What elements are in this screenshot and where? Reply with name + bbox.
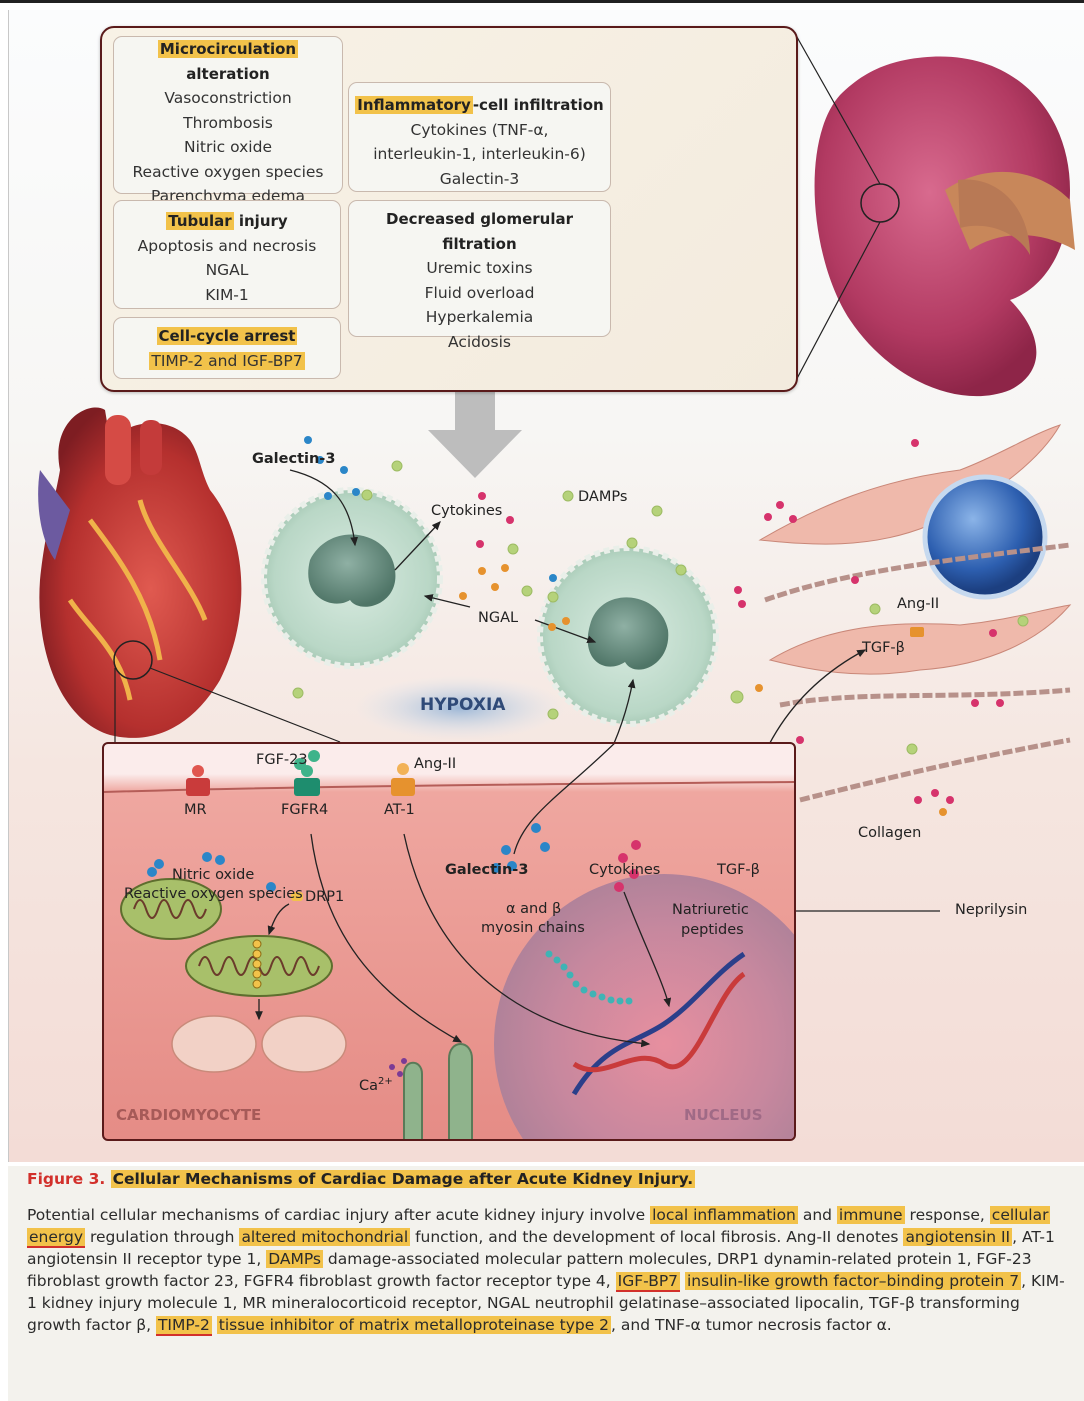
tgf-top-label: TGF-β bbox=[862, 640, 905, 656]
caption-highlight: tissue inhibitor of matrix metalloprotei… bbox=[217, 1316, 611, 1334]
list-item: Cytokines (TNF-α, bbox=[349, 118, 610, 143]
ang-ii-label: Ang-II bbox=[414, 756, 456, 772]
kidney-illustration bbox=[793, 30, 1075, 396]
caption-segment: function, and the development of local f… bbox=[410, 1228, 903, 1246]
list-item: Acidosis bbox=[349, 330, 610, 355]
damps-label: DAMPs bbox=[578, 489, 627, 505]
figure-caption-title: Figure 3. Cellular Mechanisms of Cardiac… bbox=[27, 1170, 695, 1188]
caption-segment: Potential cellular mechanisms of cardiac… bbox=[27, 1206, 650, 1224]
list-item: Vasoconstriction bbox=[114, 86, 342, 111]
hypoxia-label: HYPOXIA bbox=[420, 695, 505, 715]
tubular-box: Tubular injury Apoptosis and necrosis NG… bbox=[113, 200, 341, 309]
list-item: Galectin-3 bbox=[349, 167, 610, 192]
ros-label: Reactive oxygen species bbox=[124, 886, 303, 902]
cardiomyocyte-label: CARDIOMYOCYTE bbox=[116, 1106, 261, 1124]
inflammatory-title: Inflammatory-cell infiltration bbox=[349, 93, 610, 118]
cytokines-label: Cytokines bbox=[431, 503, 502, 519]
caption-highlight: local inflammation bbox=[650, 1206, 798, 1224]
ang-ii-receptor-fibroblast bbox=[910, 627, 924, 637]
list-item: Uremic toxins bbox=[349, 256, 610, 281]
microcirculation-title: Microcirculation alteration bbox=[114, 37, 342, 86]
inflammatory-box: Inflammatory-cell infiltration Cytokines… bbox=[348, 82, 611, 192]
at1-label: AT-1 bbox=[384, 802, 415, 818]
caption-highlight: altered mitochondrial bbox=[239, 1228, 410, 1246]
myosin-label-2: myosin chains bbox=[481, 920, 585, 936]
nitric-oxide-label: Nitric oxide bbox=[172, 867, 254, 883]
figure-title: Cellular Mechanisms of Cardiac Damage af… bbox=[111, 1170, 696, 1188]
list-item: Hyperkalemia bbox=[349, 305, 610, 330]
fgfr4-label: FGFR4 bbox=[281, 802, 328, 818]
caption-segment: response, bbox=[905, 1206, 990, 1224]
ang-ii-top-label: Ang-II bbox=[897, 596, 939, 612]
caption-segment: regulation through bbox=[85, 1228, 239, 1246]
drp1-label: DRP1 bbox=[305, 889, 344, 905]
figure-caption-body: Potential cellular mechanisms of cardiac… bbox=[27, 1204, 1072, 1336]
caption-segment: , and TNF-α tumor necrosis factor α. bbox=[611, 1316, 892, 1334]
list-item: Fluid overload bbox=[349, 281, 610, 306]
list-item: interleukin-1, interleukin-6) bbox=[349, 142, 610, 167]
neprilysin-label: Neprilysin bbox=[955, 902, 1027, 918]
ngal-label: NGAL bbox=[478, 610, 518, 626]
caption-highlight: IGF-BP7 bbox=[616, 1272, 680, 1292]
collagen-label: Collagen bbox=[858, 825, 921, 841]
caption-highlight: immune bbox=[837, 1206, 905, 1224]
caption-segment: and bbox=[798, 1206, 837, 1224]
calcium-symbol: Ca bbox=[359, 1078, 378, 1094]
caption-highlight: energy bbox=[27, 1228, 85, 1248]
calcium-charge: 2+ bbox=[378, 1076, 393, 1087]
glomerular-box: Decreased glomerular filtration Uremic t… bbox=[348, 200, 611, 337]
caption-text: Potential cellular mechanisms of cardiac… bbox=[27, 1204, 1072, 1336]
calcium-label: Ca2+ bbox=[359, 1076, 393, 1094]
macrophage-right bbox=[540, 548, 716, 724]
galectin-label: Galectin-3 bbox=[252, 451, 335, 467]
natriuretic-label-2: peptides bbox=[681, 922, 744, 938]
glomerular-title: Decreased glomerular filtration bbox=[349, 207, 610, 256]
galectin-cardio-label: Galectin-3 bbox=[445, 862, 528, 878]
cellcycle-title: Cell-cycle arrest bbox=[114, 324, 340, 349]
myosin-label-1: α and β bbox=[506, 901, 561, 917]
cellcycle-item: TIMP-2 and IGF-BP7 bbox=[114, 349, 340, 374]
figure-label: Figure 3. bbox=[27, 1170, 105, 1188]
tubular-title: Tubular injury bbox=[114, 209, 340, 234]
list-item: Thrombosis bbox=[114, 111, 342, 136]
list-item: Nitric oxide bbox=[114, 135, 342, 160]
cardiomyocyte-panel: FGF-23 Ang-II MR FGFR4 AT-1 Nitric oxide… bbox=[102, 742, 796, 1141]
list-item: NGAL bbox=[114, 258, 340, 283]
down-arrow bbox=[428, 388, 522, 478]
cellcycle-box: Cell-cycle arrest TIMP-2 and IGF-BP7 bbox=[113, 317, 341, 379]
caption-highlight: angiotensin II bbox=[903, 1228, 1012, 1246]
fgf23-label: FGF-23 bbox=[256, 752, 308, 768]
caption-highlight: insulin-like growth factor–binding prote… bbox=[685, 1272, 1021, 1290]
list-item: Apoptosis and necrosis bbox=[114, 234, 340, 259]
nucleus-label: NUCLEUS bbox=[684, 1106, 763, 1124]
caption-highlight: cellular bbox=[990, 1206, 1051, 1224]
caption-highlight: DAMPs bbox=[266, 1250, 323, 1268]
list-item: Reactive oxygen species bbox=[114, 160, 342, 185]
microcirculation-box: Microcirculation alteration Vasoconstric… bbox=[113, 36, 343, 194]
mr-label: MR bbox=[184, 802, 207, 818]
caption-highlight: TIMP-2 bbox=[156, 1316, 212, 1336]
tgf-cardio-label: TGF-β bbox=[717, 862, 760, 878]
cytokines-cardio-label: Cytokines bbox=[589, 862, 660, 878]
cardiomyocyte-drawing bbox=[104, 744, 794, 1139]
macrophage-left bbox=[264, 490, 440, 666]
list-item: KIM-1 bbox=[114, 283, 340, 308]
natriuretic-label-1: Natriuretic bbox=[672, 902, 749, 918]
fibroblast-cells bbox=[760, 425, 1070, 800]
